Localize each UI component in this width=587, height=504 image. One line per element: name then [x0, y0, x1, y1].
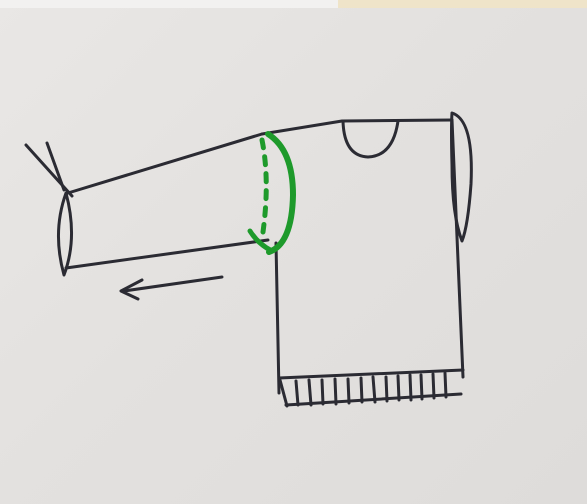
sleeve-bottom-edge	[66, 240, 268, 268]
neckline	[343, 121, 398, 157]
hem-left	[280, 380, 287, 406]
sleeve-top-edge	[68, 134, 262, 193]
body-left-side	[276, 243, 279, 393]
body-right-side	[452, 120, 463, 377]
cuff-tie-2	[47, 143, 64, 190]
armhole-seam-dashed	[262, 140, 266, 232]
sleeve-cuff	[58, 193, 71, 275]
hem-top	[279, 370, 463, 378]
armhole-seam-highlight	[268, 134, 293, 252]
arrow-shaft	[124, 277, 222, 291]
shoulder-line	[262, 120, 452, 134]
